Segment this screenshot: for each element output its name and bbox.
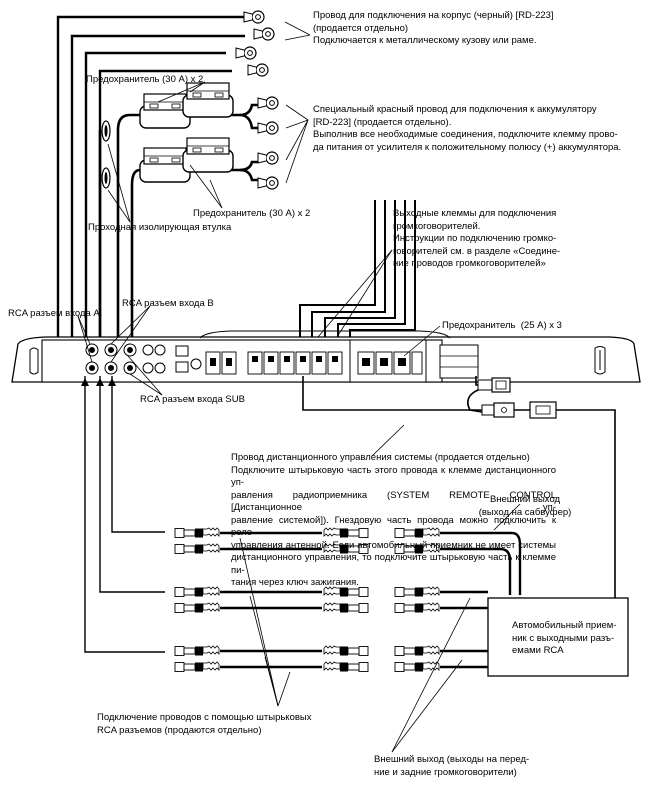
fuse-amp-text: Предохранитель (25 A) x 3 bbox=[442, 320, 562, 331]
leader-line bbox=[107, 143, 131, 223]
remote-wire-line: равление системой]). Гнездовую часть про… bbox=[231, 514, 556, 539]
ground-wire-line: Провод для подключения на корпус (черный… bbox=[313, 10, 554, 21]
amplifier bbox=[11, 330, 641, 383]
speaker-terminals-line: Инструкции по подключению громко- bbox=[393, 233, 557, 244]
fuse-amp-label: Предохранитель (25 A) x 3 bbox=[442, 320, 562, 333]
leader-line bbox=[284, 21, 311, 36]
receiver-line: емами RCA bbox=[512, 645, 564, 656]
ext-out-speakers-line: Внешний выход (выходы на перед- bbox=[374, 754, 530, 765]
rca-input-b-label: RCA разъем входа B bbox=[122, 298, 214, 311]
fuse-bottom-label: Предохранитель (30 A) x 2 bbox=[193, 208, 310, 221]
leader-line bbox=[157, 81, 206, 103]
rca-input-cables bbox=[84, 376, 165, 653]
ext-out-sub-label: Внешний выход (выход на сабвуфер) bbox=[470, 494, 580, 519]
ground-wire-line: (продается отдельно) bbox=[313, 22, 409, 34]
rca-input-a-label: RCA разъем входа A bbox=[8, 308, 100, 321]
battery-wire-line: да питания от усилителя к положительному… bbox=[313, 141, 622, 153]
ext-out-speakers-line: ние и задние громкоговорители) bbox=[374, 766, 517, 778]
remote-connector bbox=[477, 377, 557, 419]
grommet bbox=[101, 167, 111, 189]
speaker-terminals-line: говорителей см. в разделе «Соедине- bbox=[393, 245, 561, 257]
bottom-leaders bbox=[239, 503, 521, 753]
battery-wire-line: Выполнив все необходимые соединения, под… bbox=[313, 129, 618, 140]
rca-plug-rows bbox=[174, 527, 440, 672]
rca-cables-line: Подключение проводов с помощью штырьковы… bbox=[97, 712, 312, 723]
leader-line bbox=[317, 249, 393, 338]
grommet-label: Проходная изолирующая втулка bbox=[88, 222, 231, 235]
leader-line bbox=[336, 249, 393, 338]
remote-wire-line: Провод дистанционного управления системы… bbox=[231, 452, 530, 463]
leader-line bbox=[189, 164, 223, 209]
battery-ring-terminals bbox=[257, 96, 279, 190]
rca-cables-line: RCA разъемов (продаются отдельно) bbox=[97, 724, 262, 736]
leader-line bbox=[107, 189, 131, 223]
fuse-holder bbox=[182, 137, 234, 173]
rca-input-sub-label: RCA разъем входа SUB bbox=[140, 394, 245, 407]
leader-line bbox=[371, 424, 405, 457]
battery-wire-line: [RD-223] (продается отдельно). bbox=[313, 116, 452, 128]
leader-line bbox=[285, 119, 309, 129]
speaker-terminals-line: ние проводов громкоговорителей» bbox=[393, 258, 546, 269]
leader-line bbox=[403, 325, 441, 357]
ground-wire-label: Провод для подключения на корпус (черный… bbox=[313, 10, 613, 48]
remote-wire-line: Подключите штырьковую часть этого провод… bbox=[231, 464, 556, 489]
ext-out-sub-line: (выход на сабвуфер) bbox=[478, 506, 572, 518]
ground-ring-terminals bbox=[235, 10, 275, 77]
fuse-bottom-text: Предохранитель (30 A) x 2 bbox=[193, 208, 311, 219]
battery-wire-line: Специальный красный провод для подключен… bbox=[313, 104, 597, 115]
ground-wire-line: Подключается к металлическому кузову или… bbox=[313, 35, 537, 46]
leader-line bbox=[285, 119, 309, 184]
rca-input-arrows bbox=[81, 378, 116, 386]
speaker-terminals-line: Выходные клеммы для подключения bbox=[393, 208, 557, 219]
fuse-top-text: Предохранитель (30 A) x 2 bbox=[86, 74, 204, 85]
leader-line bbox=[209, 179, 223, 209]
rca-cables-label: Подключение проводов с помощью штырьковы… bbox=[97, 712, 311, 737]
leader-line bbox=[285, 119, 309, 161]
leader-line bbox=[285, 104, 309, 121]
remote-wire-label: Провод дистанционного управления системы… bbox=[231, 452, 556, 590]
receiver-cables bbox=[440, 531, 522, 669]
rca-input-b-text: RCA разъем входа B bbox=[122, 298, 214, 309]
remote-wire-line: тания через ключ зажигания. bbox=[231, 577, 359, 588]
battery-wire-label: Специальный красный провод для подключен… bbox=[313, 104, 644, 154]
leader-line bbox=[189, 81, 206, 93]
remote-wire-line: управления антенной. Если автомобильный … bbox=[231, 539, 556, 551]
car-receiver bbox=[487, 597, 629, 677]
remote-wire-line: дистанционного управления, то подключите… bbox=[231, 552, 556, 576]
speaker-terminals-label: Выходные клеммы для подключения громкого… bbox=[393, 208, 583, 271]
grommet bbox=[101, 120, 111, 142]
ext-out-sub-line: Внешний выход bbox=[489, 494, 561, 505]
rca-input-a-text: RCA разъем входа A bbox=[8, 308, 100, 319]
ground-wires bbox=[56, 15, 245, 380]
rca-input-sub-text: RCA разъем входа SUB bbox=[140, 394, 245, 405]
fuse-top-label: Предохранитель (30 A) x 2 bbox=[86, 74, 203, 87]
speaker-terminals-line: громкоговорителей. bbox=[393, 220, 481, 232]
ext-out-speakers-label: Внешний выход (выходы на перед- ние и за… bbox=[374, 754, 529, 779]
receiver-line: ник с выходными разъ- bbox=[512, 632, 615, 644]
receiver-label: Автомобильный прием- ник с выходными раз… bbox=[512, 620, 622, 658]
receiver-line: Автомобильный прием- bbox=[512, 620, 617, 631]
grommet-text: Проходная изолирующая втулка bbox=[88, 222, 232, 233]
leader-line bbox=[284, 34, 311, 41]
remote-wire-line: равления радиоприемника (SYSTEM REMOTE C… bbox=[231, 489, 556, 514]
rca-leaders bbox=[77, 305, 163, 396]
